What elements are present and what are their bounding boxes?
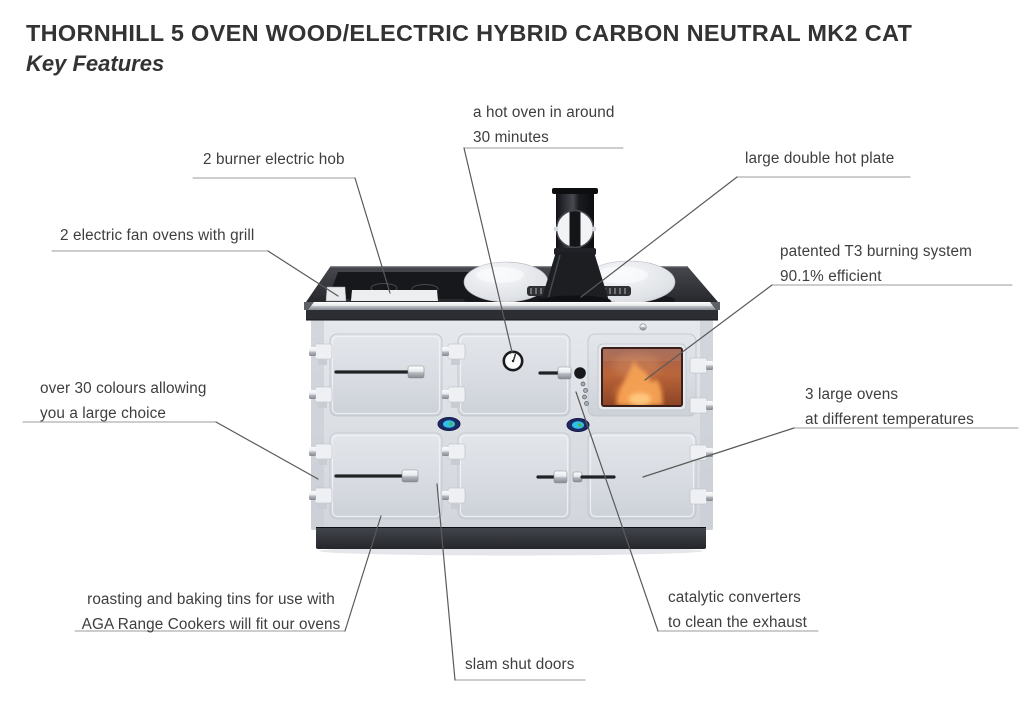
hot-plate-dome-left: [463, 261, 554, 307]
firebox-latch-knob: [574, 367, 586, 379]
oven-thermometer: [502, 350, 524, 372]
hob-control-strip: [351, 290, 438, 301]
callout-double-hot-plate: large double hot plate: [745, 150, 895, 167]
hob-chrome-trim: [304, 302, 720, 321]
oven-door-bottom-middle: [457, 432, 571, 520]
leader-slam-doors: [436, 483, 586, 681]
leader-catalytic: [575, 391, 819, 632]
callout-slam-doors: slam shut doors: [465, 656, 575, 673]
firebox-door: [587, 333, 697, 417]
firebox-chain: [580, 381, 589, 406]
page-subtitle: Key Features: [26, 51, 165, 76]
hinge-column-right: [689, 357, 713, 505]
fire-flames: [603, 349, 681, 405]
leader-colours: [22, 421, 319, 480]
callout-three-ovens: 3 large ovens at different temperatures: [805, 386, 974, 428]
brand-badge-right: [566, 418, 590, 432]
callout-fan-ovens: 2 electric fan ovens with grill: [60, 227, 255, 244]
callout-roasting-tins: roasting and baking tins for use with AG…: [81, 591, 341, 633]
callout-hot-oven: a hot oven in around 30 minutes: [473, 104, 615, 146]
oven-door-top-middle: [457, 333, 571, 417]
cooker-illustration: [304, 188, 720, 556]
leader-fan-ovens: [51, 250, 339, 297]
leader-t3-system: [644, 284, 1013, 381]
leader-three-ovens: [642, 427, 1019, 478]
brand-badge-left: [437, 417, 461, 431]
leader-hot-oven: [463, 147, 624, 353]
page-title: THORNHILL 5 OVEN WOOD/ELECTRIC HYBRID CA…: [26, 20, 913, 46]
callout-burner-hob: 2 burner electric hob: [203, 151, 345, 168]
hinge-column-middle: [442, 343, 466, 509]
leader-double-plate: [580, 176, 911, 298]
plinth: [316, 527, 706, 549]
hinge-column-left: [309, 343, 333, 509]
flue-pipe: [539, 188, 611, 307]
body-screw: [639, 323, 647, 331]
door-hinges: [309, 343, 713, 509]
callout-catalytic: catalytic converters to clean the exhaus…: [668, 589, 807, 631]
callout-colours: over 30 colours allowing you a large cho…: [40, 380, 207, 422]
leader-lines: [22, 147, 1019, 681]
leader-burner-hob: [192, 177, 391, 294]
leader-roasting-tins: [74, 515, 382, 632]
oven-door-top-left: [329, 333, 443, 417]
callout-t3-system: patented T3 burning system 90.1% efficie…: [780, 243, 972, 285]
hob-corner-switch: [325, 286, 347, 302]
door-handles: [334, 365, 616, 484]
